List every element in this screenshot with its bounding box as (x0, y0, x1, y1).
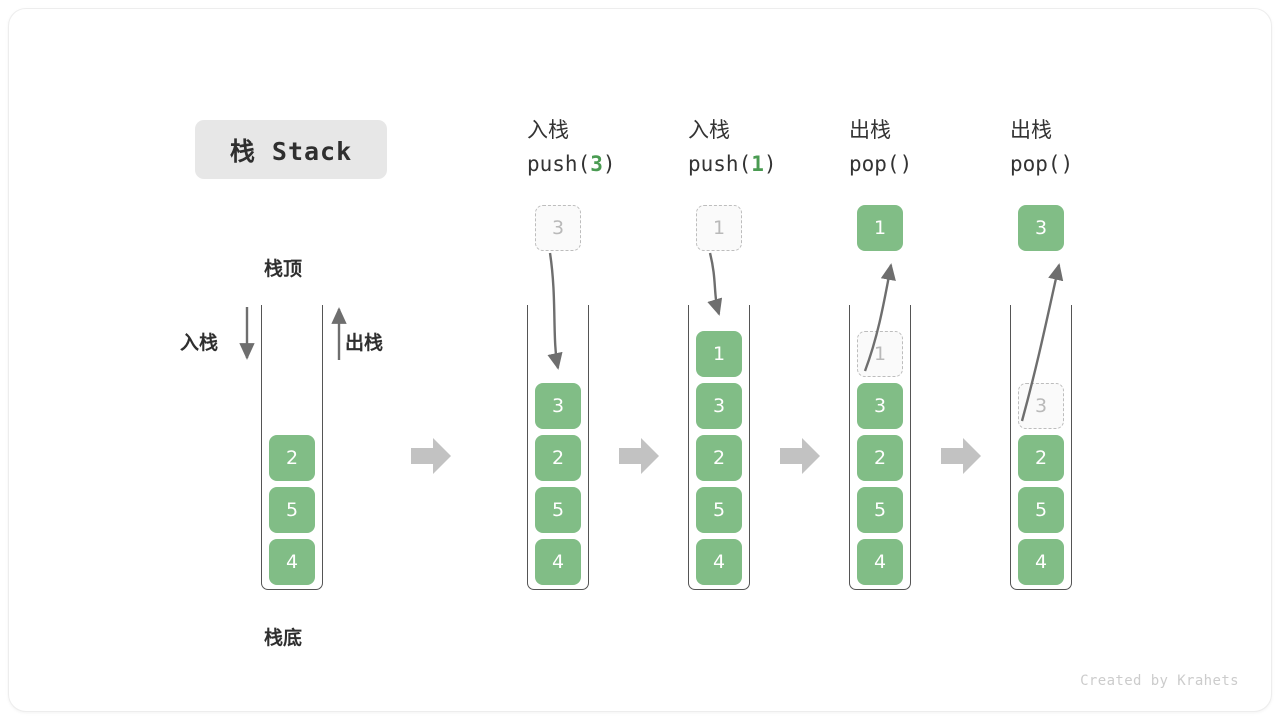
code-prefix: push( (527, 151, 591, 176)
footer-credit: Created by Krahets (1080, 673, 1239, 689)
stack-cell: 3 (696, 383, 742, 429)
stack-bottom-label: 栈底 (264, 628, 303, 649)
stack-cell: 2 (857, 435, 903, 481)
stack-cell: 5 (269, 487, 315, 533)
stack-cell: 4 (857, 539, 903, 585)
column-header-code: push(1) (688, 148, 858, 181)
stack-cell: 2 (1018, 435, 1064, 481)
push-side-label: 入栈 (180, 333, 219, 354)
stack-cell: 4 (1018, 539, 1064, 585)
popped-cell: 1 (857, 205, 903, 251)
stack-cell: 2 (696, 435, 742, 481)
stack-container-initial (261, 305, 323, 590)
column-header-cn: 出栈 (1010, 119, 1052, 142)
stack-container-pop-1 (849, 305, 911, 590)
stack-cell: 5 (535, 487, 581, 533)
stack-cell: 4 (269, 539, 315, 585)
stack-cell: 5 (857, 487, 903, 533)
incoming-cell-preview: 1 (696, 205, 742, 251)
code-arg: 1 (751, 151, 764, 176)
stack-cell: 3 (535, 383, 581, 429)
column-header-pop-1: 出栈 pop() (849, 115, 1019, 180)
stack-cell-ghost: 1 (857, 331, 903, 377)
code-prefix: pop( (849, 151, 900, 176)
flow-arrow-4 (939, 435, 983, 482)
diagram-card: 栈 Stack 栈顶 栈底 入栈 出栈 入栈 push(3) 入栈 push(1… (8, 8, 1272, 712)
stack-cell: 5 (1018, 487, 1064, 533)
column-header-cn: 入栈 (527, 119, 569, 142)
code-prefix: push( (688, 151, 752, 176)
stack-cell: 3 (857, 383, 903, 429)
stack-cell: 4 (696, 539, 742, 585)
flow-arrow-2 (617, 435, 661, 482)
column-header-pop-3: 出栈 pop() (1010, 115, 1180, 180)
stack-cell-ghost: 3 (1018, 383, 1064, 429)
column-header-code: pop() (1010, 148, 1180, 181)
popped-cell: 3 (1018, 205, 1064, 251)
column-header-push-3: 入栈 push(3) (527, 115, 697, 180)
stack-container-push-3 (527, 305, 589, 590)
stack-cell: 1 (696, 331, 742, 377)
stack-top-label: 栈顶 (264, 259, 303, 280)
flow-arrow-3 (778, 435, 822, 482)
code-suffix: ) (1060, 151, 1074, 176)
stack-cell: 4 (535, 539, 581, 585)
incoming-cell-preview: 3 (535, 205, 581, 251)
diagram-title: 栈 Stack (195, 120, 387, 179)
column-header-code: push(3) (527, 148, 697, 181)
code-prefix: pop( (1010, 151, 1061, 176)
stack-container-push-1 (688, 305, 750, 590)
stack-container-pop-3 (1010, 305, 1072, 590)
code-arg: 3 (590, 151, 603, 176)
pop-side-label: 出栈 (345, 333, 384, 354)
stack-cell: 2 (269, 435, 315, 481)
column-header-push-1: 入栈 push(1) (688, 115, 858, 180)
code-suffix: ) (899, 151, 913, 176)
stack-cell: 5 (696, 487, 742, 533)
flow-arrow-1 (409, 435, 453, 482)
column-header-cn: 入栈 (688, 119, 730, 142)
code-suffix: ) (602, 151, 616, 176)
stack-cell: 2 (535, 435, 581, 481)
column-header-cn: 出栈 (849, 119, 891, 142)
code-suffix: ) (763, 151, 777, 176)
column-header-code: pop() (849, 148, 1019, 181)
